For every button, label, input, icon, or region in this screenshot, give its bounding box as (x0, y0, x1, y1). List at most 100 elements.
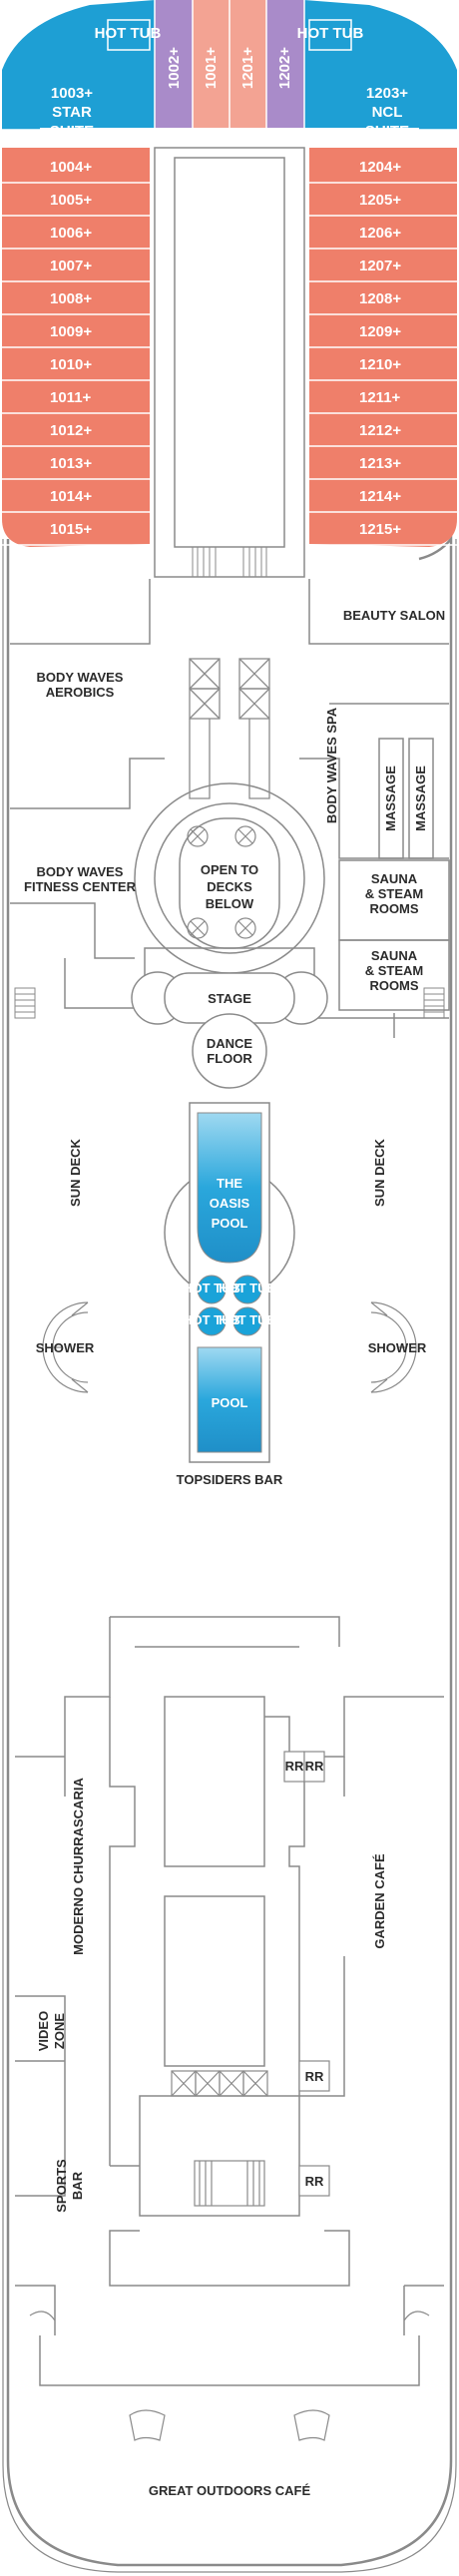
massage-label-1: MASSAGE (383, 766, 398, 831)
cabin-1002-label: 1002+ (166, 47, 183, 89)
hull-sides (2, 539, 457, 2573)
aerobics-label-2: AEROBICS (46, 685, 115, 700)
hot-tub-label-1: HOT TUB (183, 1281, 240, 1295)
suite-1203-type-2: SUITE (365, 123, 409, 140)
video-zone-label-2: ZONE (52, 2013, 67, 2049)
cabin-label-left[interactable]: 1006+ (50, 225, 92, 242)
dance-floor-label-1: DANCE (207, 1036, 253, 1051)
cabin-label-left[interactable]: 1009+ (50, 323, 92, 340)
cabin-1202-label: 1202+ (276, 47, 293, 89)
cabin-label-right[interactable]: 1210+ (359, 356, 401, 373)
restroom-label-3: RR (305, 2069, 324, 2084)
cabin-1201-label: 1201+ (239, 47, 256, 89)
restroom-label-4: RR (305, 2174, 324, 2189)
suite-1003-type-2: SUITE (50, 123, 94, 140)
center-cabin-1201[interactable] (230, 0, 266, 130)
cabin-label-right[interactable]: 1213+ (359, 455, 401, 472)
sports-bar-label-1: SPORTS (54, 2159, 69, 2213)
fitness-label-1: BODY WAVES (37, 864, 124, 879)
cabin-label-left[interactable]: 1007+ (50, 258, 92, 274)
central-corridor (154, 147, 305, 578)
cabin-label-right[interactable]: 1207+ (359, 258, 401, 274)
great-outdoors-cafe-label: GREAT OUTDOORS CAFÉ (149, 2483, 311, 2498)
video-zone-label-1: VIDEO (36, 2011, 51, 2051)
hull-outline (6, 535, 453, 2567)
massage-label-2: MASSAGE (413, 766, 428, 831)
shower-left-label: SHOWER (36, 1340, 95, 1355)
open-decks-label-3: BELOW (206, 896, 254, 911)
hot-tub-left-label: HOT TUB (95, 25, 162, 42)
elevator-bank (189, 658, 270, 799)
cabin-label-right[interactable]: 1205+ (359, 192, 401, 209)
shower-right-label: SHOWER (368, 1340, 427, 1355)
cabin-label-right[interactable]: 1212+ (359, 422, 401, 439)
cabin-label-left[interactable]: 1010+ (50, 356, 92, 373)
sauna-a-label-1: SAUNA (371, 871, 418, 886)
shower-right-icon (370, 1301, 417, 1393)
interior-walls-aft (15, 1616, 444, 2386)
cabin-label-right[interactable]: 1215+ (359, 521, 401, 538)
cabin-label-right[interactable]: 1204+ (359, 159, 401, 176)
suite-1003-type-1: STAR (52, 104, 92, 121)
fitness-label-2: FITNESS CENTER (24, 879, 137, 894)
suite-1203-type-1: NCL (372, 104, 403, 121)
dance-floor[interactable] (192, 1013, 267, 1089)
oasis-pool-label-1: THE (217, 1176, 242, 1191)
oasis-pool-label-3: POOL (212, 1216, 248, 1231)
cabin-label-left[interactable]: 1014+ (50, 488, 92, 505)
suite-1203-number: 1203+ (366, 85, 408, 102)
side-stairs (14, 987, 445, 1019)
spa-label: BODY WAVES SPA (324, 707, 339, 823)
dance-floor-label-2: FLOOR (207, 1051, 252, 1066)
sauna-a-label-2: & STEAM (365, 886, 424, 901)
sauna-b-label-3: ROOMS (369, 978, 418, 993)
kids-pool-label: POOL (212, 1395, 248, 1410)
restroom-label-1: RR (285, 1759, 304, 1774)
suite-1003-number: 1003+ (51, 85, 93, 102)
sauna-a-label-3: ROOMS (369, 901, 418, 916)
cabin-label-left[interactable]: 1013+ (50, 455, 92, 472)
shower-left-icon (42, 1301, 89, 1393)
center-cabin-1001[interactable] (193, 0, 230, 130)
cabin-label-right[interactable]: 1206+ (359, 225, 401, 242)
cabin-label-left[interactable]: 1011+ (50, 389, 92, 406)
hot-tub-label-2: HOT TUB (219, 1281, 276, 1295)
cabin-label-right[interactable]: 1211+ (359, 389, 401, 406)
sauna-b-label-2: & STEAM (365, 963, 424, 978)
sun-deck-left-label: SUN DECK (68, 1138, 83, 1207)
cabin-label-left[interactable]: 1015+ (50, 521, 92, 538)
stage[interactable] (131, 971, 328, 1025)
stairs-forward (192, 546, 267, 578)
garden-cafe-label: GARDEN CAFÉ (372, 1853, 387, 1949)
cabin-label-left[interactable]: 1008+ (50, 290, 92, 307)
cabin-label-right[interactable]: 1214+ (359, 488, 401, 505)
cabin-label-left[interactable]: 1004+ (50, 159, 92, 176)
oasis-pool[interactable] (197, 1112, 262, 1264)
center-cabin-1202[interactable] (266, 0, 304, 130)
hot-tubs[interactable] (197, 1275, 262, 1336)
topsiders-bar-label: TOPSIDERS BAR (177, 1472, 283, 1487)
restrooms[interactable] (283, 1751, 330, 2197)
oasis-pool-label-2: OASIS (210, 1196, 250, 1211)
open-decks-label-2: DECKS (207, 879, 252, 894)
suite-area-right[interactable] (304, 0, 457, 130)
cabin-label-right[interactable]: 1209+ (359, 323, 401, 340)
hot-tub-right-label: HOT TUB (297, 25, 364, 42)
aerobics-label-1: BODY WAVES (37, 670, 124, 685)
beauty-salon-label: BEAUTY SALON (343, 608, 445, 623)
center-cabin-1002[interactable] (155, 0, 193, 130)
suite-area-left[interactable] (2, 0, 155, 130)
aft-elevators (171, 2070, 268, 2207)
hot-tub-label-4: HOT TUB (219, 1312, 276, 1327)
cabin-label-left[interactable]: 1005+ (50, 192, 92, 209)
interior-walls-upper (10, 579, 450, 1038)
cabin-label-left[interactable]: 1012+ (50, 422, 92, 439)
cabin-label-right[interactable]: 1208+ (359, 290, 401, 307)
stage-label: STAGE (208, 991, 251, 1006)
churrascaria-label: MODERNO CHURRASCARIA (71, 1778, 86, 1955)
restroom-label-2: RR (305, 1759, 324, 1774)
sauna-b-label-1: SAUNA (371, 948, 418, 963)
kids-pool[interactable] (197, 1346, 262, 1453)
atrium-lifts (187, 825, 256, 939)
